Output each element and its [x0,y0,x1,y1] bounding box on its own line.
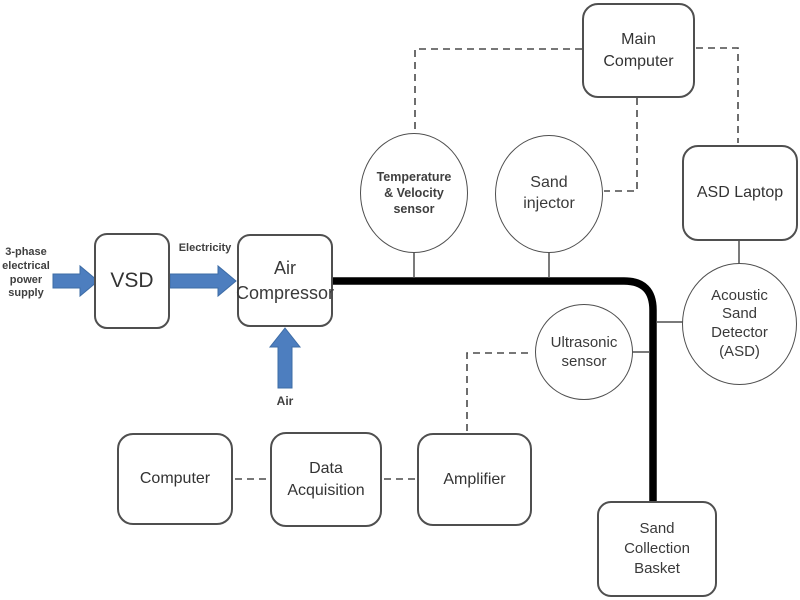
ultrasonic-sensor-node: Ultrasonic sensor [535,304,633,400]
temp-velocity-sensor-node: Temperature & Velocity sensor [360,133,468,253]
maincomputer-to-sandinjector-dashed [604,98,638,192]
maincomputer-to-tempsensor-dashed [414,48,582,131]
sand-injector-node: Sand injector [495,135,603,253]
electricity-label: Electricity [178,242,232,254]
data-acquisition-node: Data Acquisition [270,432,382,527]
air-pipe-line [333,277,657,503]
power-supply-label: 3-phase electrical power supply [2,246,50,300]
air-intake-arrow-icon [268,327,302,389]
asd-laptop-node: ASD Laptop [682,145,798,241]
computer-node: Computer [117,433,233,525]
amplifier-to-ultrasonic-dashed [466,352,533,431]
main-computer-node: Main Computer [582,3,695,98]
electricity-arrow-icon [169,264,237,298]
acoustic-sand-detector-node: Acoustic Sand Detector (ASD) [682,263,797,385]
air-compressor-node: Air Compressor [236,234,334,327]
maincomputer-to-asdlaptop-dashed [696,47,739,143]
air-label: Air [276,394,294,408]
power-supply-arrow-icon [52,264,99,298]
vsd-node: VSD [94,233,170,329]
amplifier-node: Amplifier [417,433,532,526]
sand-collection-basket-node: Sand Collection Basket [597,501,717,597]
